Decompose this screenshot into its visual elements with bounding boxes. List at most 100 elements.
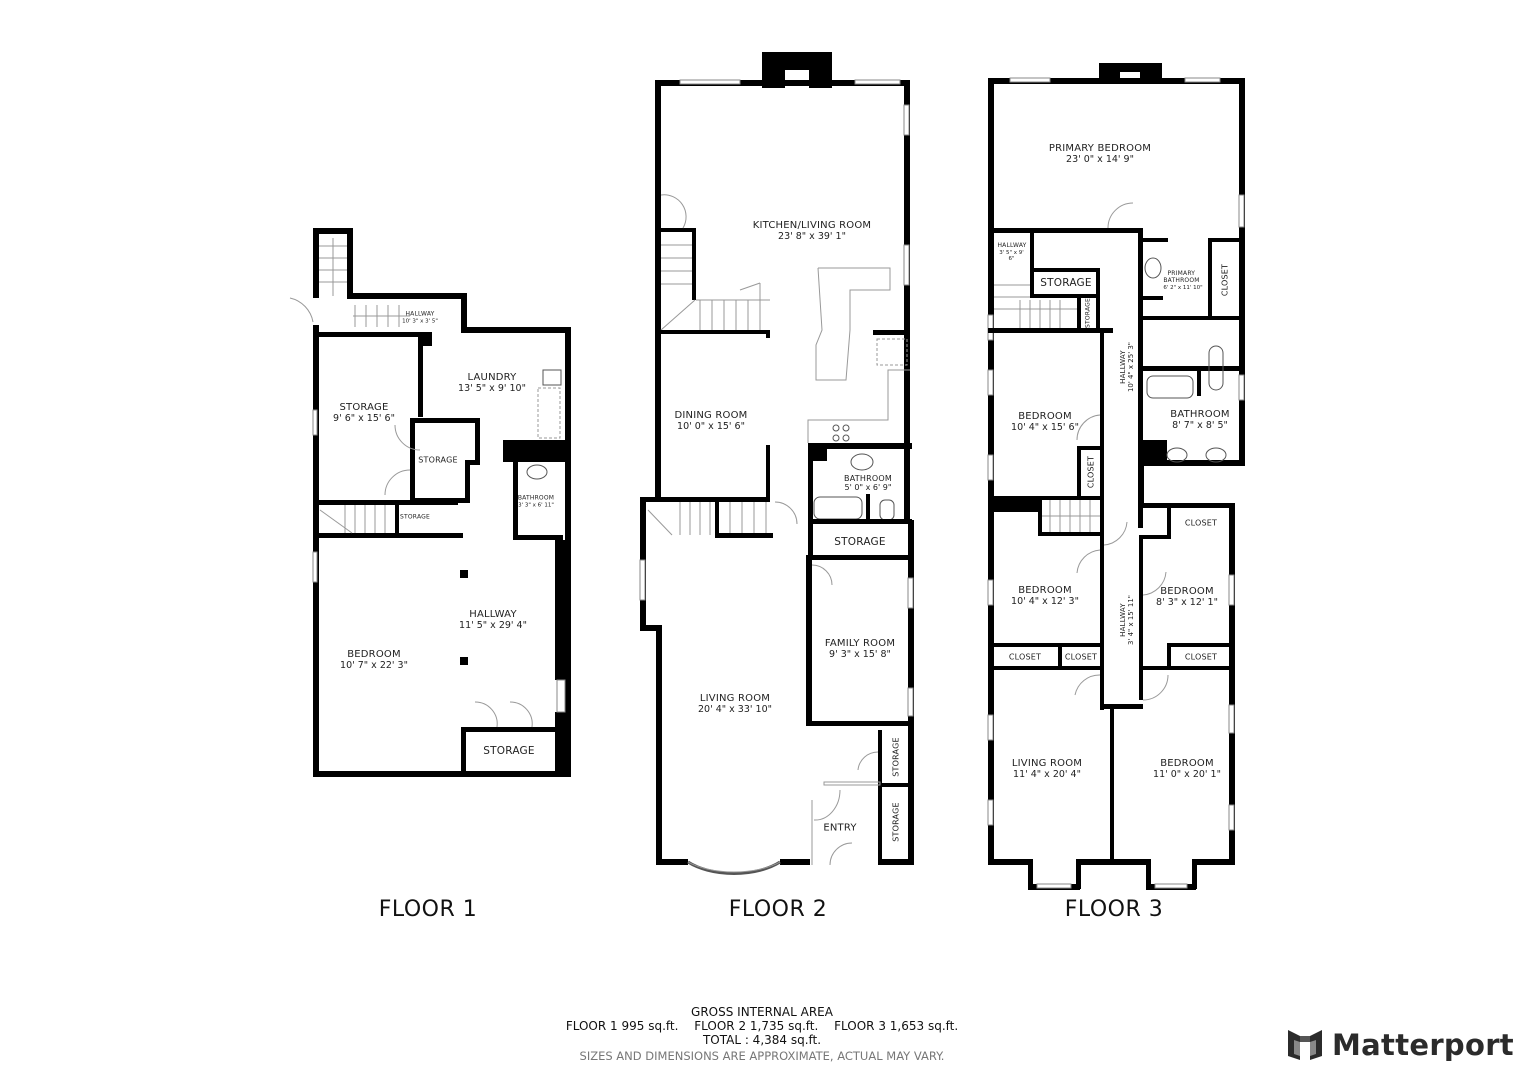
- room-label-f3-primary-bathroom: PRIMARY BATHROOM 6' 2" x 11' 10": [1163, 270, 1203, 291]
- room-label-f1-storage-bottom: STORAGE: [483, 745, 534, 757]
- room-label-f3-closet-b: CLOSET: [1185, 518, 1217, 527]
- room-dimensions: 10' 4" x 12' 3": [1011, 595, 1079, 607]
- room-name: LIVING ROOM: [1011, 757, 1083, 769]
- room-label-f1-laundry: LAUNDRY 13' 5" x 9' 10": [458, 372, 526, 394]
- gia-total: TOTAL : 4,384 sq.ft.: [702, 1033, 822, 1047]
- room-label-f3-hallway-lower: HALLWAY 3' 4" x 15' 11": [1119, 595, 1135, 645]
- floor-3-title: FLOOR 3: [1064, 897, 1164, 922]
- room-label-f3-hallway-small: HALLWAY 3' 5" x 9' 6": [997, 242, 1027, 263]
- room-label-f2-storage-lower: STORAGE: [891, 802, 900, 841]
- floor-3-plan: [987, 63, 1245, 890]
- room-name: CLOSET: [1184, 652, 1218, 662]
- room-name: CLOSET: [1008, 652, 1042, 662]
- room-name: HALLWAY: [1118, 350, 1127, 384]
- room-label-f3-bedroom-d: BEDROOM 11' 0" x 20' 1": [1153, 758, 1221, 780]
- room-dimensions: 9' 3" x 15' 8": [829, 648, 891, 660]
- room-dimensions: 6' 2" x 11' 10": [1163, 284, 1203, 291]
- gross-internal-area: GROSS INTERNAL AREA FLOOR 1 995 sq.ft. F…: [560, 1005, 964, 1063]
- room-label-f2-dining: DINING ROOM 10' 0" x 15' 6": [674, 410, 747, 432]
- room-dimensions: 10' 7" x 22' 3": [340, 659, 408, 671]
- room-label-f1-storage-stair: STORAGE: [400, 513, 430, 522]
- room-dimensions: 10' 0" x 15' 6": [677, 420, 745, 432]
- room-label-f3-hallway-upper: HALLWAY 10' 4" x 25' 3": [1119, 342, 1135, 392]
- room-name: BEDROOM: [1018, 410, 1072, 422]
- room-name: FAMILY ROOM: [824, 637, 896, 649]
- matterport-logo-icon: [1288, 1030, 1322, 1060]
- room-label-f3-bedroom-a: BEDROOM 10' 4" x 15' 6": [1011, 411, 1079, 433]
- floor-1-plan: [289, 228, 571, 777]
- room-label-f3-living-room: LIVING ROOM 11' 4" x 20' 4": [1012, 758, 1082, 780]
- room-name: HALLWAY: [997, 242, 1027, 250]
- brand-name: Matterport: [1332, 1028, 1514, 1062]
- room-label-f2-storage: STORAGE: [834, 536, 885, 548]
- room-name: DINING ROOM: [674, 409, 748, 421]
- room-name: HALLWAY: [405, 310, 435, 318]
- room-name: ENTRY: [823, 822, 857, 834]
- room-label-f2-kitchen-living: KITCHEN/LIVING ROOM 23' 8" x 39' 1": [753, 220, 872, 242]
- matterport-brand: Matterport: [1286, 1026, 1514, 1064]
- room-name: HALLWAY: [1118, 603, 1127, 637]
- room-label-f3-closet-c: CLOSET: [1009, 652, 1041, 661]
- room-dimensions: 10' 4" x 15' 6": [1011, 421, 1079, 433]
- room-name: BATHROOM: [844, 473, 892, 483]
- room-label-f2-family-room: FAMILY ROOM 9' 3" x 15' 8": [825, 638, 895, 660]
- room-label-f1-bathroom: BATHROOM 3' 3" x 6' 11": [517, 494, 555, 509]
- room-name: LIVING ROOM: [699, 692, 771, 704]
- room-name: BEDROOM: [1160, 585, 1214, 597]
- room-label-f2-bathroom: BATHROOM 5' 0" x 6' 9": [844, 474, 892, 492]
- gia-floor-1: FLOOR 1 995 sq.ft.: [565, 1019, 679, 1033]
- room-label-f3-bedroom-c: BEDROOM 8' 3" x 12' 1": [1156, 586, 1218, 608]
- room-name: LAUNDRY: [467, 371, 517, 383]
- room-name: STORAGE: [834, 535, 886, 548]
- room-dimensions: 11' 5" x 29' 4": [459, 619, 527, 631]
- room-dimensions: 3' 3" x 6' 11": [518, 502, 554, 509]
- room-label-f3-closet-a: CLOSET: [1086, 456, 1095, 488]
- room-dimensions: 23' 0" x 14' 9": [1066, 153, 1134, 165]
- room-name: BATHROOM: [1170, 408, 1230, 420]
- room-dimensions: 8' 7" x 8' 5": [1172, 419, 1228, 431]
- room-label-f3-closet-d: CLOSET: [1065, 652, 1097, 661]
- room-label-f2-storage-upper: STORAGE: [891, 737, 900, 776]
- room-label-f3-closet-primary: CLOSET: [1220, 264, 1229, 296]
- room-dimensions: 10' 3" x 3' 5": [402, 318, 438, 325]
- room-name: STORAGE: [1084, 298, 1092, 328]
- room-name: STORAGE: [891, 802, 901, 842]
- room-dimensions: 20' 4" x 33' 10": [698, 703, 772, 715]
- room-label-f3-storage-small: STORAGE: [1084, 298, 1093, 328]
- room-label-f1-storage-small: STORAGE: [418, 455, 457, 464]
- room-name: STORAGE: [418, 455, 458, 465]
- gia-heading: GROSS INTERNAL AREA: [691, 1005, 833, 1019]
- room-label-f1-bedroom: BEDROOM 10' 7" x 22' 3": [340, 649, 408, 671]
- room-dimensions: 3' 4" x 15' 11": [1127, 594, 1135, 646]
- room-dimensions: 23' 8" x 39' 1": [778, 230, 846, 242]
- room-dimensions: 11' 4" x 20' 4": [1013, 768, 1081, 780]
- room-dimensions: 3' 5" x 9' 6": [999, 250, 1024, 263]
- room-name: BATHROOM: [517, 494, 555, 502]
- gia-floor-2: FLOOR 2 1,735 sq.ft.: [694, 1019, 819, 1033]
- room-label-f3-primary-bedroom: PRIMARY BEDROOM 23' 0" x 14' 9": [1049, 143, 1151, 165]
- room-dimensions: 8' 3" x 12' 1": [1156, 596, 1218, 608]
- room-name: BEDROOM: [1018, 584, 1072, 596]
- floor-2-title: FLOOR 2: [728, 897, 828, 922]
- room-label-f1-hallway-top: HALLWAY 10' 3" x 3' 5": [402, 310, 438, 325]
- room-dimensions: 5' 0" x 6' 9": [844, 483, 892, 492]
- room-dimensions: 11' 0" x 20' 1": [1153, 768, 1221, 780]
- floor-2-plan: [639, 52, 914, 875]
- room-label-f1-hallway: HALLWAY 11' 5" x 29' 4": [459, 609, 527, 631]
- room-label-f2-entry: ENTRY: [823, 822, 856, 834]
- room-name: STORAGE: [400, 513, 430, 521]
- gia-disclaimer: SIZES AND DIMENSIONS ARE APPROXIMATE, AC…: [579, 1049, 945, 1063]
- room-dimensions: 9' 6" x 15' 6": [333, 412, 395, 424]
- floor-1-title: FLOOR 1: [378, 897, 478, 922]
- room-label-f2-living-room: LIVING ROOM 20' 4" x 33' 10": [698, 693, 772, 715]
- room-name: STORAGE: [891, 737, 901, 777]
- room-name: BEDROOM: [1160, 757, 1214, 769]
- room-label-f1-storage: STORAGE 9' 6" x 15' 6": [333, 402, 395, 424]
- room-name: BEDROOM: [347, 648, 401, 660]
- gia-floor-3: FLOOR 3 1,653 sq.ft.: [834, 1019, 959, 1033]
- gia-floor-areas: FLOOR 1 995 sq.ft. FLOOR 2 1,735 sq.ft. …: [560, 1019, 964, 1033]
- room-name: STORAGE: [339, 401, 389, 413]
- room-name: CLOSET: [1064, 652, 1098, 662]
- room-name: CLOSET: [1220, 263, 1230, 297]
